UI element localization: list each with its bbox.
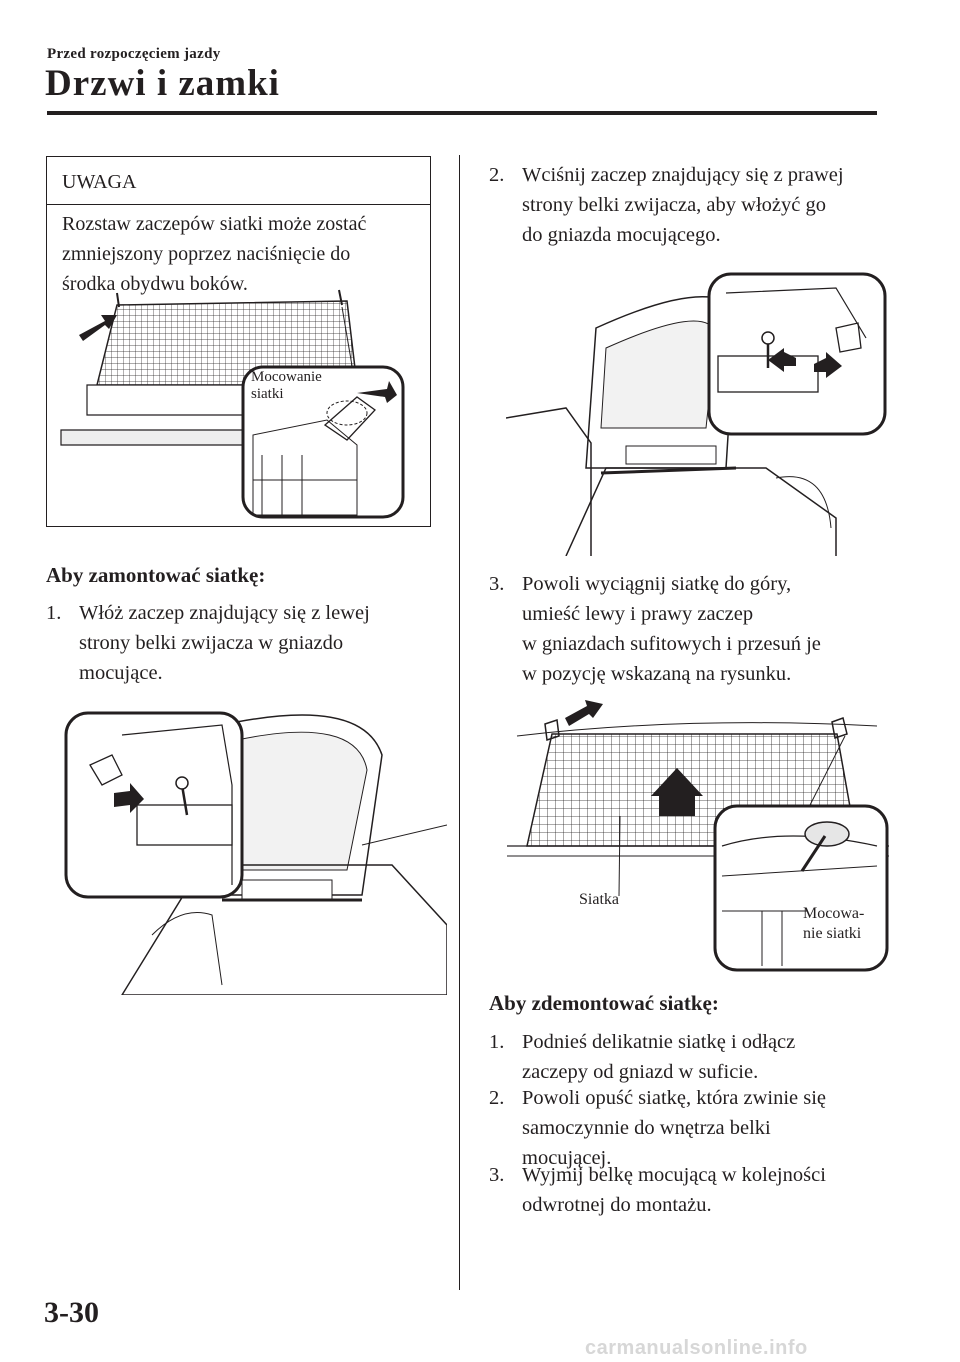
slide-arrow-icon: [565, 700, 603, 726]
step-line: zaczepy od gniazd w suficie.: [522, 1061, 759, 1083]
step-line: Włóż zaczep znajdujący się z lewej: [79, 602, 370, 624]
detail-inset: [707, 272, 887, 436]
step-line: Wciśnij zaczep znajdujący się z prawej: [522, 164, 844, 186]
step-number: 2.: [489, 1087, 505, 1109]
watermark: carmanualsonline.info: [585, 1337, 808, 1359]
remove-step-1: 1. Podnieś delikatnie siatkę i odłącz za…: [489, 1027, 909, 1087]
step-line: Wyjmij belkę mocującą w kolejności: [522, 1164, 826, 1186]
step-line: samoczynnie do wnętrza belki: [522, 1117, 771, 1139]
pull-up-arrow-icon: [651, 768, 703, 816]
step-number: 3.: [489, 1164, 505, 1186]
step-line: mocujące.: [79, 662, 163, 684]
install-step-3-figure: Siatka Mocowa- nie siatki: [507, 700, 889, 972]
section-title: Przed rozpoczęciem jazdy: [47, 46, 221, 62]
push-arrow-icon: [357, 381, 397, 403]
install-step-3: 3. Powoli wyciągnij siatkę do góry, umie…: [489, 569, 909, 689]
step-line: Powoli wyciągnij siatkę do góry,: [522, 573, 792, 595]
step-line: w gniazdach sufitowych i przesuń je: [522, 633, 821, 655]
figure-label: siatki: [251, 386, 284, 402]
page-number: 3-30: [44, 1296, 99, 1329]
step-number: 3.: [489, 573, 505, 595]
chapter-title: Drzwi i zamki: [45, 63, 280, 104]
header-rule: [47, 111, 877, 115]
figure-label: Mocowa-: [803, 905, 864, 922]
step-line: strony belki zwijacza w gniazdo: [79, 632, 344, 654]
step-line: strony belki zwijacza, aby włożyć go: [522, 194, 826, 216]
figure-label: nie siatki: [803, 925, 862, 942]
step-line: odwrotnej do montażu.: [522, 1194, 712, 1216]
note-box: UWAGA Rozstaw zaczepów siatki może zosta…: [46, 156, 431, 527]
step-number: 1.: [489, 1031, 505, 1053]
note-line: zmniejszony poprzez naciśnięcie do: [62, 243, 351, 265]
net-width-figure: Mocowanie siatki: [60, 289, 405, 519]
step-line: do gniazda mocującego.: [522, 224, 721, 246]
push-arrow-icon: [814, 352, 842, 378]
figure-label: Siatka: [579, 891, 619, 908]
note-text: Rozstaw zaczepów siatki może zostać zmni…: [62, 209, 422, 299]
note-line: Rozstaw zaczepów siatki może zostać: [62, 213, 367, 235]
remove-step-2: 2. Powoli opuść siatkę, która zwinie się…: [489, 1083, 909, 1173]
note-title: UWAGA: [62, 171, 137, 193]
install-step-1-figure: [64, 711, 447, 995]
remove-step-3: 3. Wyjmij belkę mocującą w kolejności od…: [489, 1160, 909, 1220]
step-line: umieść lewy i prawy zaczep: [522, 603, 754, 625]
note-header: UWAGA: [47, 157, 430, 205]
note-line: środka obydwu boków.: [62, 273, 248, 295]
install-step-2: 2. Wciśnij zaczep znajdujący się z prawe…: [489, 160, 909, 250]
column-divider: [459, 155, 460, 1290]
step-number: 2.: [489, 164, 505, 186]
install-step-2-figure: [506, 272, 887, 556]
step-line: Podnieś delikatnie siatkę i odłącz: [522, 1031, 796, 1053]
step-line: mocującej.: [522, 1147, 612, 1169]
step-line: Powoli opuść siatkę, która zwinie się: [522, 1087, 827, 1109]
detail-inset: [713, 804, 889, 972]
install-heading: Aby zamontować siatkę:: [46, 563, 266, 587]
install-step-1: 1. Włóż zaczep znajdujący się z lewej st…: [46, 598, 446, 688]
figure-label: Mocowanie: [251, 369, 322, 385]
step-number: 1.: [46, 602, 62, 624]
step-line: w pozycję wskazaną na rysunku.: [522, 663, 792, 685]
arrow-icon: [79, 315, 117, 341]
insert-arrow-icon: [114, 783, 144, 813]
remove-heading: Aby zdemontować siatkę:: [489, 991, 719, 1015]
insert-arrow-icon: [768, 348, 796, 372]
